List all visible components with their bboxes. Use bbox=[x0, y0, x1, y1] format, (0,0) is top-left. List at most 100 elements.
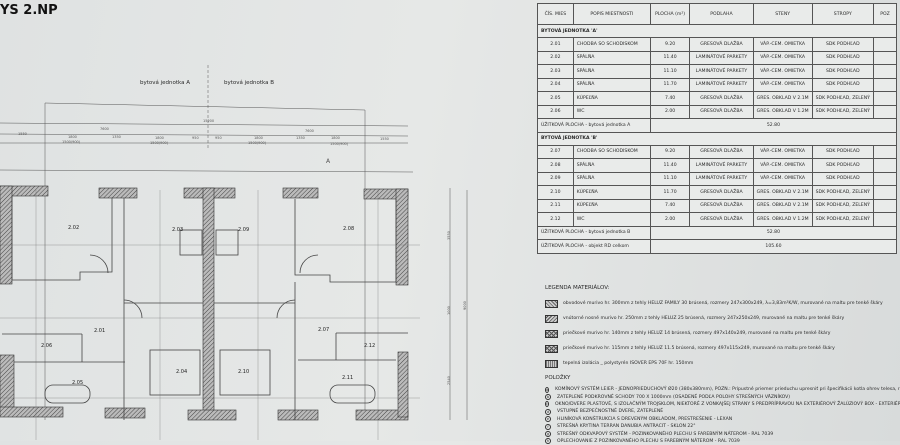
table-cell: SDK PODHĽAD bbox=[811, 171, 874, 186]
table-cell: 2.02 bbox=[537, 50, 574, 65]
room-label: 2.09 bbox=[238, 227, 249, 233]
room-label: 2.05 bbox=[72, 380, 83, 386]
table-cell: GRESOVÁ DLAŽBA bbox=[689, 198, 754, 213]
item-mark-icon: f bbox=[545, 423, 551, 430]
material-text: priečkové murivo hr. 115mm z tehly HELUZ… bbox=[563, 346, 835, 351]
svg-text:1350: 1350 bbox=[296, 136, 305, 140]
table-cell bbox=[872, 171, 898, 186]
svg-text:1800: 1800 bbox=[155, 136, 164, 140]
table-cell bbox=[872, 77, 898, 92]
table-cell: VÁP.-CEM. OMIETKA bbox=[752, 77, 813, 92]
room-label: 2.02 bbox=[68, 225, 79, 231]
table-cell: 2.01 bbox=[537, 37, 574, 52]
table-cell: LAMINÁTOVÉ PARKETY bbox=[689, 171, 754, 186]
unit-a-label: bytová jednotka A bbox=[140, 80, 191, 86]
table-cell: 11.40 bbox=[649, 158, 691, 173]
table-cell: SDK PODHĽAD bbox=[811, 144, 874, 159]
unit-b-label: bytová jednotka B bbox=[224, 80, 275, 86]
svg-text:2540: 2540 bbox=[447, 376, 451, 385]
total-label: ÚŽITKOVÁ PLOCHA - bytová jednotka A bbox=[537, 118, 651, 133]
table-cell: 11.70 bbox=[649, 77, 691, 92]
table-cell: 2.09 bbox=[537, 171, 574, 186]
table-cell: 2.12 bbox=[537, 212, 574, 227]
table-cell bbox=[872, 185, 898, 200]
table-cell: 2.07 bbox=[537, 144, 574, 159]
table-cell: 7.40 bbox=[649, 91, 691, 106]
section-header: BYTOVÁ JEDNOTKA 'B' bbox=[537, 131, 897, 146]
item-text: STREŠNÝ ODKVAPOVÝ SYSTÉM - POZINKOVANÉHO… bbox=[557, 431, 774, 437]
svg-text:3550: 3550 bbox=[447, 231, 451, 240]
table-cell bbox=[872, 37, 898, 52]
table-cell: SDK PODHĽAD, ZELENÝ bbox=[811, 198, 874, 213]
table-cell: SDK PODHĽAD, ZELENÝ bbox=[811, 185, 874, 200]
table-cell: 2.03 bbox=[537, 64, 574, 79]
svg-text:1500/900): 1500/900) bbox=[62, 140, 81, 144]
room-label: 2.03 bbox=[172, 227, 183, 233]
item-text: STREŠNÁ KRYTINA TERRAN DANUBIA ANTRACIT … bbox=[557, 424, 696, 430]
svg-text:7600: 7600 bbox=[100, 127, 109, 131]
drawing-title: YS 2.NP bbox=[0, 3, 58, 18]
svg-text:1350: 1350 bbox=[112, 135, 121, 139]
table-cell: GRES. OBKLAD V 2.1M bbox=[752, 185, 813, 200]
legend: LEGENDA MATERIÁLOV: obvodové murivo hr. … bbox=[545, 285, 900, 445]
table-cell: 11.10 bbox=[649, 171, 691, 186]
room-label: 2.10 bbox=[238, 369, 249, 375]
material-item: obvodové murivo hr. 300mm z tehly HELUZ … bbox=[545, 296, 900, 311]
table-cell: SPÁLŇA bbox=[572, 64, 651, 79]
table-cell: SPÁLŇA bbox=[572, 77, 651, 92]
material-text: obvodové murivo hr. 300mm z tehly HELUZ … bbox=[563, 301, 883, 306]
material-text: vnútorné nosné murivo hr. 250mm z tehly … bbox=[563, 316, 845, 321]
svg-text:1550: 1550 bbox=[380, 137, 389, 141]
material-swatch-icon bbox=[545, 359, 558, 368]
svg-text:1500/900): 1500/900) bbox=[248, 141, 267, 145]
table-cell: 2.05 bbox=[537, 91, 574, 106]
dimension-labels: 15200 7600 7600 1550 1800 1350 1800 950 … bbox=[18, 119, 467, 385]
material-text: priečkové murivo hr. 140mm z tehly HELUZ… bbox=[563, 331, 831, 336]
section-mark: A bbox=[326, 158, 331, 165]
item-mark-icon: c bbox=[545, 401, 549, 408]
item-text: OKNO/DVERE PLASTOVÉ, S IZOLAČNÝM TROJSKL… bbox=[554, 401, 900, 407]
table-cell: 9.20 bbox=[649, 144, 691, 159]
material-item: priečkové murivo hr. 115mm z tehly HELUZ… bbox=[545, 341, 900, 356]
material-swatch-icon bbox=[545, 329, 558, 338]
section-header: BYTOVÁ JEDNOTKA 'A' bbox=[537, 24, 897, 38]
table-cell: VÁP.-CEM. OMIETKA bbox=[752, 144, 813, 159]
table-cell: KÚPEĽŇA bbox=[572, 185, 651, 200]
item-entry: c OKNO/DVERE PLASTOVÉ, S IZOLAČNÝM TROJSK… bbox=[545, 401, 900, 408]
table-cell: SDK PODHĽAD bbox=[811, 64, 874, 79]
table-cell: LAMINÁTOVÉ PARKETY bbox=[689, 64, 754, 79]
table-cell: CHODBA SO SCHODISKOM bbox=[572, 144, 651, 159]
svg-text:1550: 1550 bbox=[18, 132, 27, 136]
table-cell bbox=[872, 64, 898, 79]
table-cell: GRES. OBKLAD V 1.2M bbox=[752, 104, 813, 119]
table-cell: SDK PODHĽAD, ZELENÝ bbox=[811, 104, 874, 119]
svg-text:1800: 1800 bbox=[68, 135, 77, 139]
floor-plan: 15200 7600 7600 1550 1800 1350 1800 950 … bbox=[0, 65, 468, 440]
table-cell: GRESOVÁ DLAŽBA bbox=[689, 37, 754, 52]
table-cell: GRES. OBKLAD V 1.2M bbox=[752, 212, 813, 227]
room-label: 2.04 bbox=[176, 369, 187, 375]
legend-title: LEGENDA MATERIÁLOV: bbox=[545, 285, 610, 291]
walls bbox=[0, 185, 409, 421]
item-entry: f STREŠNÁ KRYTINA TERRAN DANUBIA ANTRACIT… bbox=[545, 423, 900, 430]
table-cell: LAMINÁTOVÉ PARKETY bbox=[689, 158, 754, 173]
room-label: 2.08 bbox=[343, 226, 354, 232]
table-cell: LAMINÁTOVÉ PARKETY bbox=[689, 50, 754, 65]
table-cell: 2.04 bbox=[537, 77, 574, 92]
table-cell: SDK PODHĽAD, ZELENÝ bbox=[811, 91, 874, 106]
table-cell: WC bbox=[572, 212, 651, 227]
item-mark-icon: b bbox=[545, 394, 551, 401]
svg-text:9000: 9000 bbox=[463, 301, 467, 310]
material-swatch-icon bbox=[545, 344, 558, 353]
overall-dim: 15200 bbox=[203, 119, 214, 123]
total-value: 52.80 bbox=[649, 225, 898, 240]
svg-text:1800: 1800 bbox=[331, 136, 340, 140]
